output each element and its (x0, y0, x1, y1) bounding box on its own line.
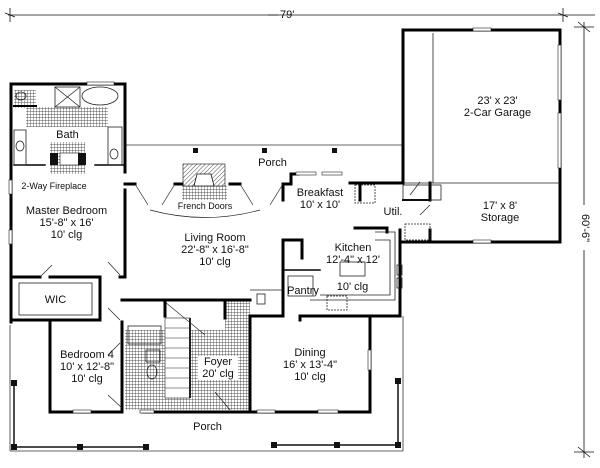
breakfast-name: Breakfast (296, 187, 344, 199)
french-doors-label: French Doors (177, 201, 233, 211)
foyer-label: Foyer 20' clg (198, 356, 238, 380)
rear-porch-label: Porch (258, 157, 287, 169)
storage-name: Storage (480, 212, 520, 224)
width-dimension-label: 79' (280, 9, 295, 21)
garage-label: 23' x 23' 2-Car Garage (435, 95, 560, 119)
garage-size: 23' x 23' (477, 95, 518, 107)
master-bedroom-label: Master Bedroom 15'-8" x 16' 10' clg (14, 205, 119, 241)
kitchen-ceiling: 10' clg (336, 281, 369, 293)
doors (39, 181, 431, 411)
kitchen-size: 12'-4" x 12' (326, 254, 380, 266)
storage-size: 17' x 8' (482, 200, 518, 212)
dining-label: Dining 16' x 13'-4" 10' clg (270, 347, 350, 383)
windows (8, 27, 562, 414)
bedroom4-size: 10' x 12'-8" (60, 361, 114, 373)
living-room-ceiling: 10' clg (199, 256, 231, 268)
breakfast-size: 10' x 10' (299, 199, 341, 211)
bedroom4-label: Bedroom 4 10' x 12'-8" 10' clg (52, 349, 122, 385)
master-bedroom-ceiling: 10' clg (50, 229, 83, 241)
pantry-label: Pantry (287, 285, 319, 297)
fireplace-living (50, 152, 226, 187)
living-room-size: 22'-8" x 16'-8" (181, 244, 249, 256)
kitchen-label: Kitchen 12'-4" x 12' (318, 242, 388, 266)
front-porch (9, 316, 404, 452)
depth-dimension-label: 60'-6" (579, 213, 591, 243)
dimension-width (4, 8, 595, 22)
foyer-name: Foyer (203, 356, 233, 368)
util-label: Util. (383, 206, 403, 218)
bath-label: Bath (56, 129, 79, 141)
garage-name: 2-Car Garage (463, 107, 532, 119)
front-porch-label: Porch (193, 421, 222, 433)
living-room-name: Living Room (184, 232, 246, 244)
master-bedroom-name: Master Bedroom (25, 205, 108, 217)
rear-porch (125, 144, 402, 153)
bedroom4-ceiling: 10' clg (71, 373, 103, 385)
breakfast-label: Breakfast 10' x 10' (290, 187, 350, 211)
bedroom4-name: Bedroom 4 (60, 349, 114, 361)
storage-label: 17' x 8' Storage (440, 200, 560, 224)
fireplace-label: 2-Way Fireplace (21, 181, 87, 191)
staircase (164, 301, 206, 399)
kitchen-name: Kitchen (334, 242, 372, 254)
wic-label: WIC (44, 294, 67, 306)
master-bedroom-size: 15'-8" x 16' (39, 217, 94, 229)
dining-ceiling: 10' clg (294, 371, 326, 383)
fixtures (13, 33, 560, 380)
living-room-label: Living Room 22'-8" x 16'-8" 10' clg (160, 232, 270, 268)
foyer-ceiling: 20' clg (202, 368, 234, 380)
dimension-depth (574, 21, 594, 458)
dining-size: 16' x 13'-4" (283, 359, 337, 371)
dining-name: Dining (294, 347, 326, 359)
